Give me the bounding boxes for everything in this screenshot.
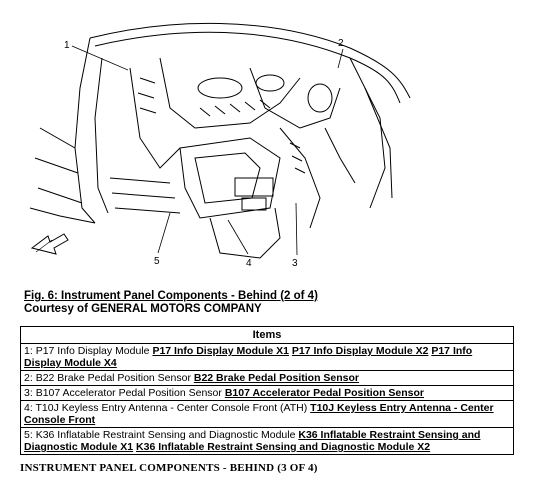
item-number: 4: [24,402,33,414]
figure-title: Fig. 6: Instrument Panel Components - Be… [24,290,318,302]
item-link[interactable]: K36 Inflatable Restraint Sensing and Dia… [24,429,481,453]
item-number: 5: [24,429,33,441]
item-number: 1: [24,345,33,357]
item-text: K36 Inflatable Restraint Sensing and Dia… [35,429,296,441]
callout-3: 3 [292,258,298,269]
item-text: B22 Brake Pedal Position Sensor [35,372,191,384]
instrument-panel-illustration: 1 2 3 4 5 [29,22,411,269]
item-link[interactable]: P17 Info Display Module X4 [24,345,473,369]
table-cell: 4: T10J Keyless Entry Antenna - Center C… [20,400,514,428]
item-link[interactable]: K36 Inflatable Restraint Sensing and Dia… [136,441,431,453]
item-link[interactable]: T10J Keyless Entry Antenna - Center Cons… [24,402,494,426]
item-text: B107 Accelerator Pedal Position Sensor [35,387,222,399]
front-direction-arrow [30,233,69,255]
figure-courtesy: Courtesy of GENERAL MOTORS COMPANY [24,303,262,315]
table-row: 4: T10J Keyless Entry Antenna - Center C… [20,400,514,428]
table-header-row: Items [20,326,514,344]
item-link[interactable]: B22 Brake Pedal Position Sensor [193,372,360,384]
item-text: T10J Keyless Entry Antenna - Center Cons… [35,402,308,414]
item-link[interactable]: B107 Accelerator Pedal Position Sensor [224,387,424,399]
callout-1: 1 [64,40,70,51]
callout-4: 4 [246,258,252,269]
figure-caption: Fig. 6: Instrument Panel Components - Be… [24,290,514,316]
callout-2: 2 [338,38,344,49]
item-text: P17 Info Display Module [35,345,150,357]
table-cell: 5: K36 Inflatable Restraint Sensing and … [20,427,514,455]
table-cell: 3: B107 Accelerator Pedal Position Senso… [20,385,514,401]
table-row: 1: P17 Info Display Module P17 Info Disp… [20,343,514,371]
table-header: Items [20,326,514,344]
item-link[interactable]: P17 Info Display Module X1 [152,345,289,357]
table-cell: 2: B22 Brake Pedal Position Sensor B22 B… [20,370,514,386]
items-table: Items 1: P17 Info Display Module P17 Inf… [20,326,514,455]
table-row: 2: B22 Brake Pedal Position Sensor B22 B… [20,370,514,386]
callout-5: 5 [154,256,160,267]
section-heading: INSTRUMENT PANEL COMPONENTS - BEHIND (3 … [20,462,318,474]
table-cell: 1: P17 Info Display Module P17 Info Disp… [20,343,514,371]
item-number: 3: [24,387,33,399]
item-number: 2: [24,372,33,384]
item-link[interactable]: P17 Info Display Module X2 [291,345,429,357]
table-row: 3: B107 Accelerator Pedal Position Senso… [20,385,514,401]
table-row: 5: K36 Inflatable Restraint Sensing and … [20,427,514,455]
